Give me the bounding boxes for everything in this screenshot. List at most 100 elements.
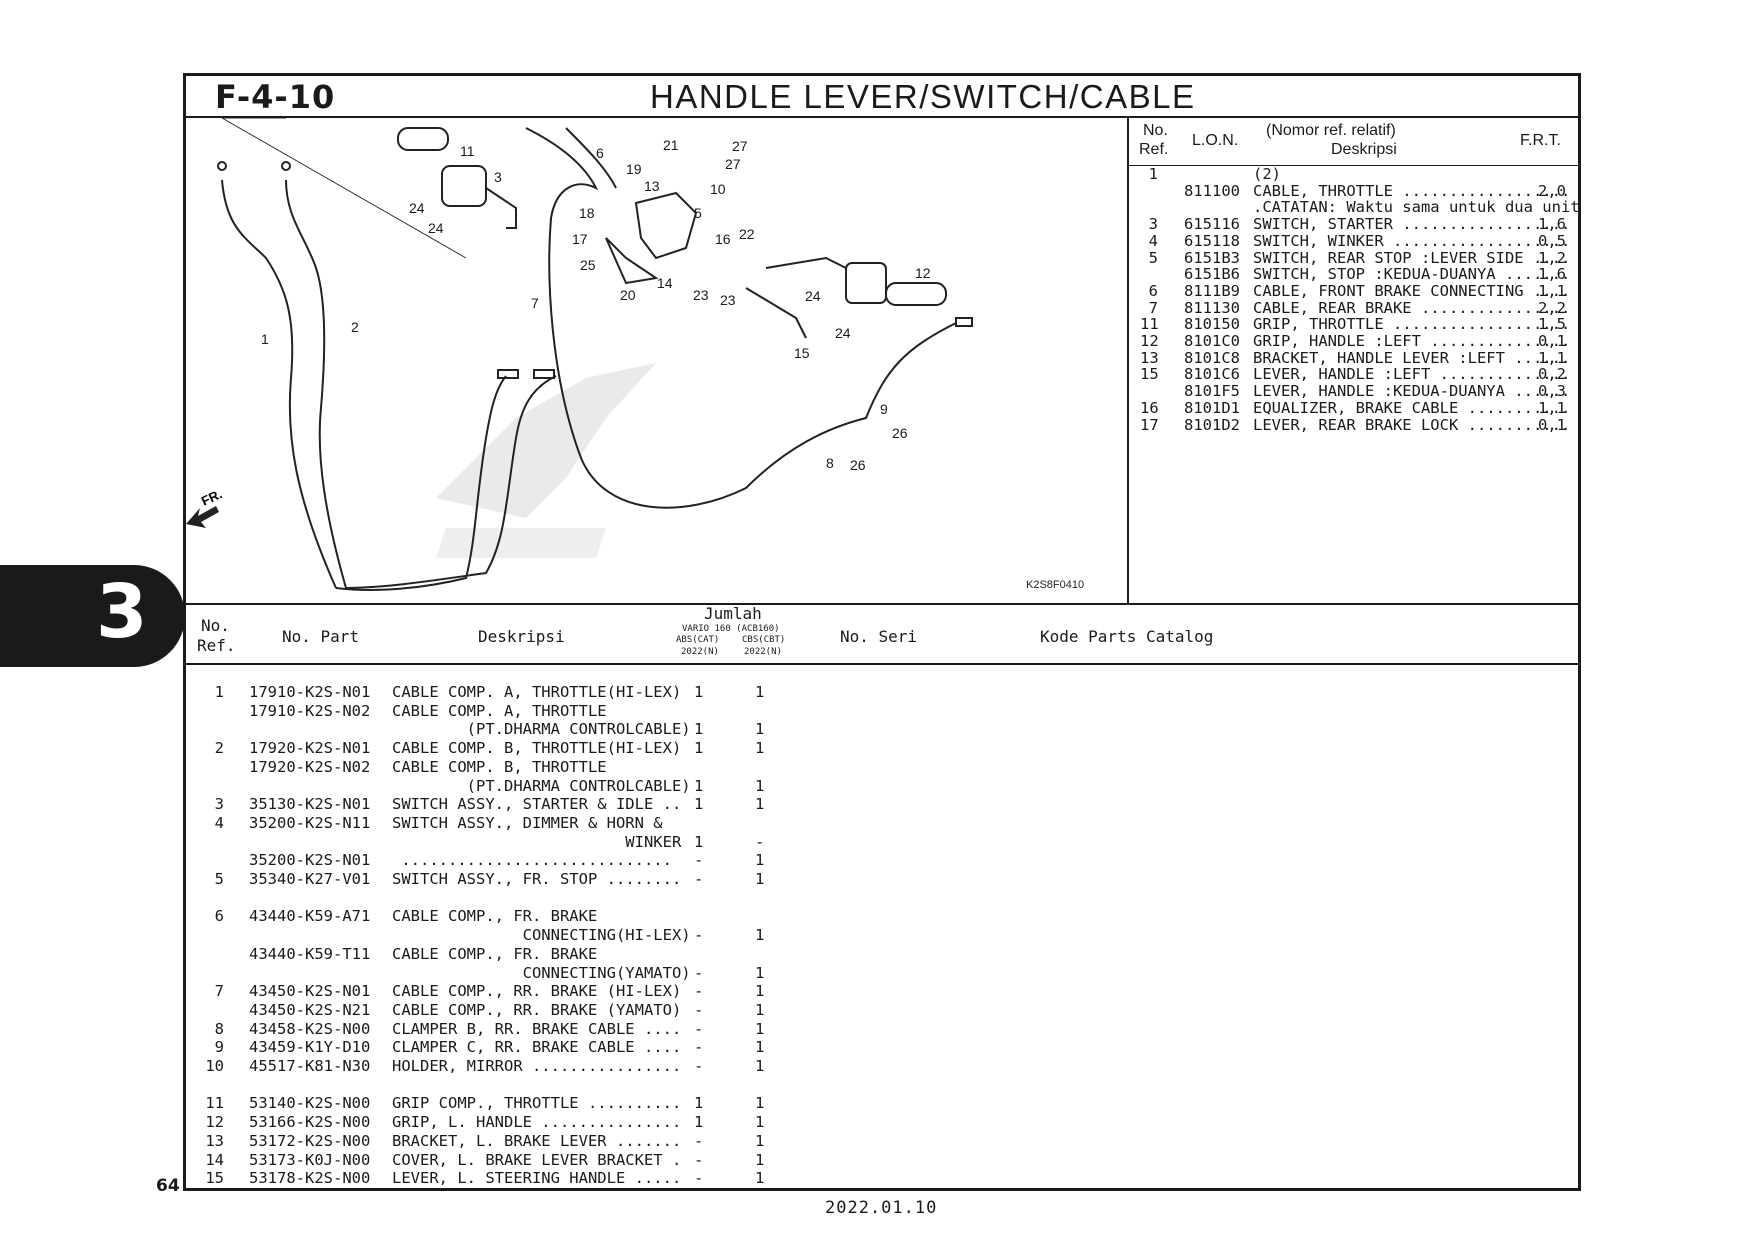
svg-text:8: 8 [826, 455, 834, 471]
part-number: 45517-K81-N30 [249, 1057, 371, 1075]
lon-header-desc-bottom: Deskripsi [1331, 141, 1397, 158]
figure-number: F-4-10 [215, 78, 336, 116]
part-description: ............................. [392, 851, 672, 870]
lon-frt: 1,1 [1538, 398, 1566, 417]
callout-labels: 1 2 3 5 6 7 8 9 10 11 12 13 14 15 16 17 … [261, 137, 931, 473]
part-description: LEVER, L. STEERING HANDLE ..... [392, 1169, 682, 1188]
part-ref: 2 [214, 739, 224, 758]
lon-ref: 7 [1148, 298, 1158, 317]
quantity-cbs: 1 [755, 926, 765, 945]
part-ref: 13 [205, 1131, 224, 1150]
lon-desc: EQUALIZER, BRAKE CABLE ........... [1253, 398, 1571, 417]
quantity-abs: - [694, 1038, 704, 1057]
lon-frt: 2,2 [1538, 298, 1566, 317]
part-number: 35130-K2S-N01 [249, 795, 371, 814]
part-description: GRIP COMP., THROTTLE .......... [392, 1094, 682, 1113]
lon-ref: 3 [1148, 215, 1158, 234]
table-header-ref: Ref. [197, 636, 236, 655]
lon-code: 8101C8 [1184, 348, 1240, 367]
part-description: CABLE COMP. A, THROTTLE [392, 701, 607, 720]
part-number: 43450-K2S-N01 [249, 982, 371, 1001]
quantity-abs: - [694, 851, 704, 870]
quantity-abs: 1 [694, 776, 704, 795]
part-description: CLAMPER B, RR. BRAKE CABLE .... [392, 1019, 682, 1038]
quantity-abs: - [694, 1057, 704, 1075]
part-ref: 10 [205, 1057, 224, 1075]
quantity-cbs: 1 [755, 720, 765, 739]
part-description: CABLE COMP., FR. BRAKE [392, 944, 598, 963]
quantity-abs: 1 [694, 683, 704, 701]
svg-text:2: 2 [351, 319, 359, 335]
rear-brake-cable [525, 127, 973, 509]
lon-code: 8101F5 [1184, 382, 1240, 401]
lon-ref: 13 [1140, 348, 1159, 367]
lon-desc: LEVER, HANDLE :LEFT .............. [1253, 365, 1571, 384]
lon-code: 8111B9 [1184, 281, 1240, 300]
diagram-divider [1127, 118, 1129, 603]
part-description: CABLE COMP., RR. BRAKE (HI-LEX) [392, 982, 682, 1001]
svg-text:24: 24 [428, 220, 444, 236]
part-number: 53178-K2S-N00 [249, 1169, 371, 1188]
lon-frt: 0,1 [1538, 332, 1566, 350]
svg-text:22: 22 [739, 226, 755, 242]
svg-text:27: 27 [725, 156, 741, 172]
part-number: 17910-K2S-N02 [249, 701, 371, 720]
right-switch-assembly [397, 127, 517, 229]
part-description: SWITCH ASSY., DIMMER & HORN & [392, 813, 663, 832]
quantity-abs: 1 [694, 795, 704, 814]
part-ref: 3 [214, 795, 224, 814]
lon-code: 811100 [1184, 181, 1240, 200]
svg-text:15: 15 [794, 345, 810, 361]
svg-text:20: 20 [620, 287, 636, 303]
svg-text:24: 24 [805, 288, 821, 304]
part-description: CONNECTING(YAMATO) [392, 963, 691, 982]
lon-frt: 2,0 [1538, 181, 1566, 200]
part-description: (PT.DHARMA CONTROLCABLE) [392, 776, 691, 795]
front-direction-arrow: FR. [186, 486, 224, 528]
part-description: SWITCH ASSY., STARTER & IDLE .. [392, 795, 682, 814]
figure-title: HANDLE LEVER/SWITCH/CABLE [650, 78, 1196, 115]
svg-text:5: 5 [694, 205, 702, 221]
quantity-abs: 1 [694, 739, 704, 758]
table-header-col1-year: 2022(N) [681, 647, 719, 657]
part-number: 53166-K2S-N00 [249, 1113, 371, 1132]
lon-desc: SWITCH, STOP :KEDUA-DUANYA ....... [1253, 265, 1571, 284]
quantity-cbs: 1 [755, 1169, 765, 1188]
part-ref: 11 [205, 1094, 224, 1113]
quantity-cbs: 1 [755, 963, 765, 982]
lon-frt: 1,1 [1538, 348, 1566, 367]
part-ref: 8 [214, 1019, 224, 1038]
part-description: GRIP, L. HANDLE ............... [392, 1113, 682, 1132]
lon-frt: 0,5 [1538, 231, 1566, 250]
part-ref: 1 [214, 683, 224, 701]
page-frame [183, 73, 1581, 1191]
svg-text:6: 6 [596, 145, 604, 161]
svg-text:26: 26 [892, 425, 908, 441]
svg-text:24: 24 [835, 325, 851, 341]
quantity-cbs: 1 [755, 1113, 765, 1132]
table-header-jumlah: Jumlah [704, 604, 762, 623]
part-description: COVER, L. BRAKE LEVER BRACKET . [392, 1150, 682, 1169]
lon-ref: 4 [1148, 231, 1158, 250]
svg-text:17: 17 [572, 231, 588, 247]
quantity-cbs: 1 [755, 1000, 765, 1019]
svg-text:16: 16 [715, 231, 731, 247]
svg-text:26: 26 [850, 457, 866, 473]
part-description: WINKER [392, 832, 682, 851]
lon-code: 8101D1 [1184, 398, 1240, 417]
part-ref: 14 [205, 1150, 224, 1169]
guide-lines [221, 118, 467, 259]
part-description: CABLE COMP. B, THROTTLE(HI-LEX) [392, 739, 682, 758]
lon-desc: LEVER, HANDLE :KEDUA-DUANYA ...... [1253, 382, 1571, 401]
lon-ref: 5 [1148, 248, 1158, 267]
part-ref: 12 [205, 1113, 224, 1132]
part-ref: 15 [205, 1169, 224, 1188]
svg-text:9: 9 [880, 401, 888, 417]
table-header-model: VARIO 160 (ACB160) [682, 624, 780, 634]
quantity-cbs: 1 [755, 776, 765, 795]
part-ref: 4 [214, 813, 224, 832]
part-number: 35200-K2S-N01 [249, 851, 371, 870]
table-header-col2-type: CBS(CBT) [742, 635, 786, 645]
table-header-desc: Deskripsi [478, 627, 565, 646]
section-tab: 3 [0, 565, 185, 667]
